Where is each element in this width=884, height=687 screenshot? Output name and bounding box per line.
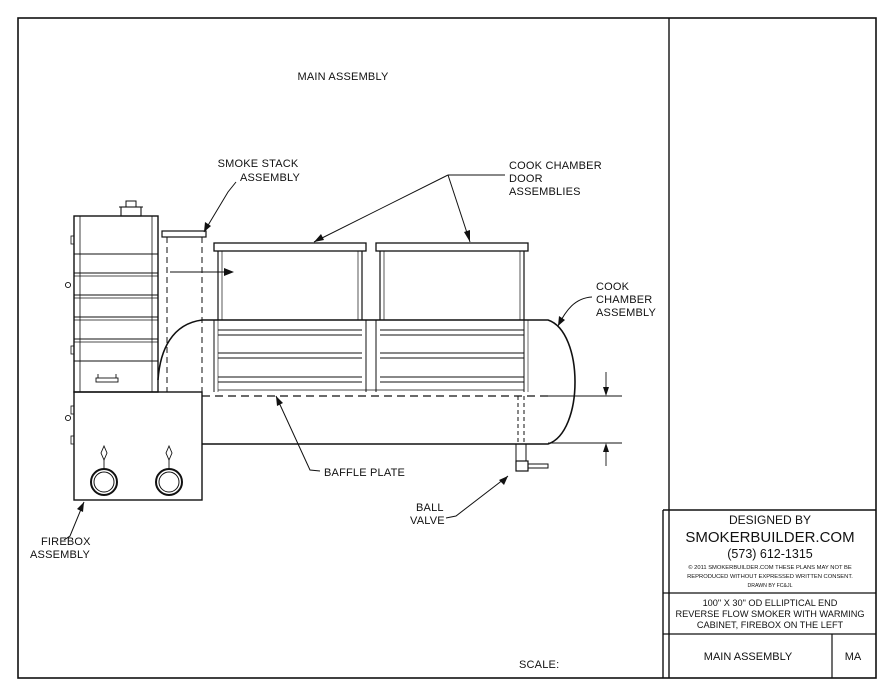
sheet-code: MA [845, 651, 862, 663]
ball-valve [515, 444, 549, 472]
dimension-lines [548, 372, 622, 466]
description-line-3: CABINET, FIREBOX ON THE LEFT [697, 620, 844, 630]
callout-ball-valve-line1: BALL [416, 502, 444, 514]
callout-baffle-plate-text: BAFFLE PLATE [324, 467, 405, 479]
callout-cook-chamber-door: COOK CHAMBER DOOR ASSEMBLIES [313, 160, 602, 243]
callout-chamber-line1: COOK [596, 281, 630, 293]
firebox [64, 391, 203, 501]
drawing-heading: MAIN ASSEMBLY [297, 71, 388, 83]
description-line-1: 100" X 30" OD ELLIPTICAL END [703, 598, 838, 608]
company-name: SMOKERBUILDER.COM [685, 529, 854, 546]
callout-cook-chamber: COOK CHAMBER ASSEMBLY [557, 281, 657, 327]
callout-ball-valve: BALL VALVE [410, 475, 509, 527]
callout-ball-valve-line2: VALVE [410, 515, 445, 527]
warming-cabinet [64, 215, 159, 393]
callout-door-line2: DOOR [509, 173, 543, 185]
cook-chamber [157, 319, 576, 445]
smoke-stack [161, 230, 207, 392]
cabinet-vent [119, 200, 143, 217]
callout-door-line1: COOK CHAMBER [509, 160, 602, 172]
drawn-by: DRAWN BY FC&JL [748, 583, 793, 589]
callout-chamber-line2: CHAMBER [596, 294, 652, 306]
callout-firebox: FIREBOX ASSEMBLY [30, 501, 91, 561]
cook-chamber-doors [213, 242, 529, 320]
copyright-line-1: © 2011 SMOKERBUILDER.COM THESE PLANS MAY… [688, 564, 852, 571]
designed-by-label: DESIGNED BY [729, 513, 811, 527]
scale-label: SCALE: [519, 659, 559, 671]
copyright-line-2: REPRODUCED WITHOUT EXPRESSED WRITTEN CON… [687, 574, 853, 580]
sheet-name: MAIN ASSEMBLY [704, 651, 793, 663]
sheet-border [17, 17, 877, 679]
callout-smoke-stack-line2: ASSEMBLY [240, 172, 301, 184]
title-block: DESIGNED BY SMOKERBUILDER.COM (573) 612-… [662, 509, 876, 678]
description-line-2: REVERSE FLOW SMOKER WITH WARMING [675, 609, 864, 619]
callout-smoke-stack-line1: SMOKE STACK [218, 158, 299, 170]
callout-smoke-stack: SMOKE STACK ASSEMBLY [203, 158, 301, 233]
company-phone: (573) 612-1315 [727, 547, 813, 561]
callout-chamber-line3: ASSEMBLY [596, 307, 657, 319]
callout-firebox-line1: FIREBOX [41, 536, 91, 548]
callout-door-line3: ASSEMBLIES [509, 186, 581, 198]
callout-firebox-line2: ASSEMBLY [30, 549, 91, 561]
stack-arrow [170, 268, 234, 276]
callout-baffle-plate: BAFFLE PLATE [275, 395, 405, 479]
